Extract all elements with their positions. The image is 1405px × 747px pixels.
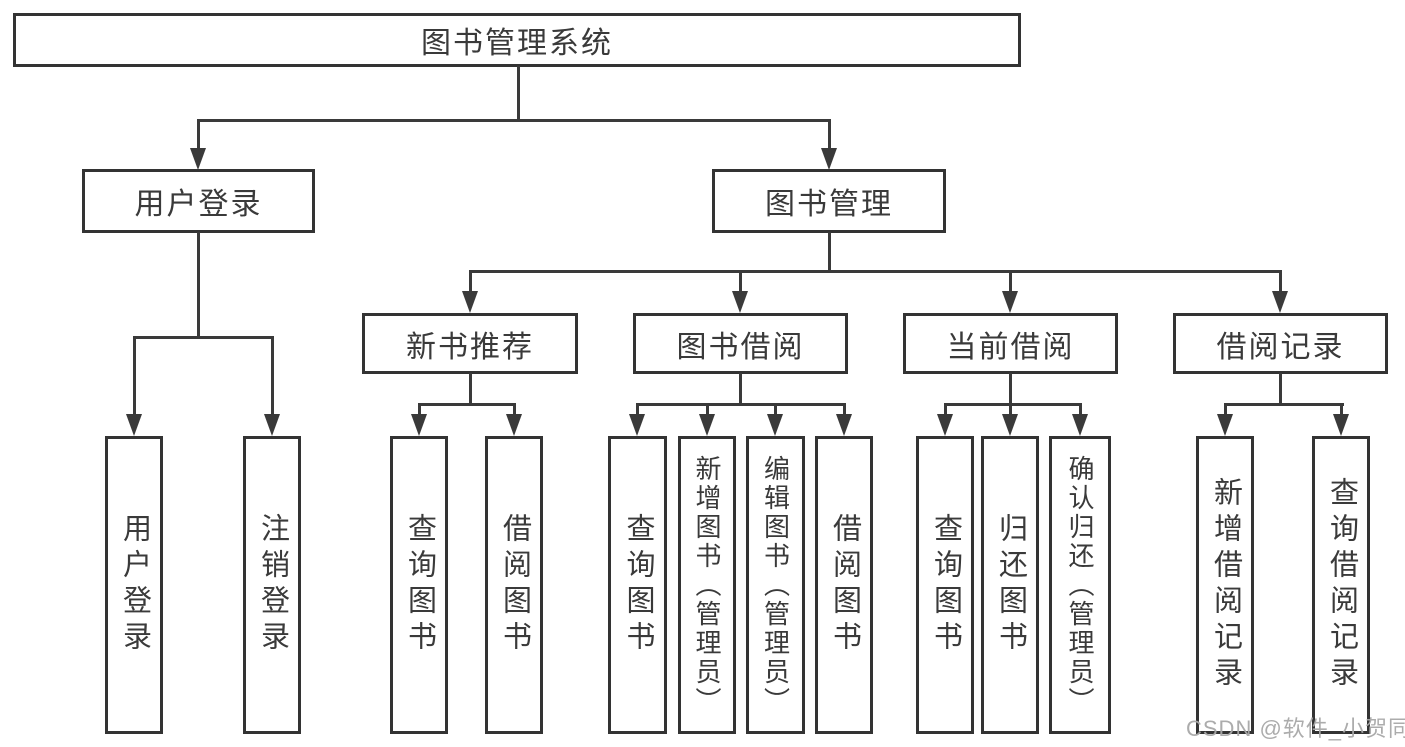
arrow-down-icon (1217, 414, 1233, 436)
connector-line (828, 232, 831, 273)
node-current-borrowing: 当前借阅 (903, 313, 1118, 374)
leaf-confirm-return-admin: 确认归还（管理员） (1049, 436, 1111, 734)
connector-line (1279, 270, 1282, 293)
leaf-user-login: 用户登录 (105, 436, 163, 734)
leaf-query-books-recommend: 查询图书 (390, 436, 448, 734)
leaf-return-books: 归还图书 (981, 436, 1039, 734)
arrow-down-icon (506, 414, 522, 436)
leaf-borrow-books-label: 借阅图书 (828, 513, 861, 657)
node-book-borrowing: 图书借阅 (633, 313, 848, 374)
connector-line (469, 373, 472, 406)
leaf-logout-label: 注销登录 (256, 513, 289, 657)
node-book-management: 图书管理 (712, 169, 946, 233)
arrow-down-icon (190, 148, 206, 170)
node-book-management-label: 图书管理 (765, 188, 893, 221)
arrow-down-icon (462, 291, 478, 313)
connector-line (271, 336, 274, 416)
watermark-text: CSDN @软件_小贺同学 (1186, 716, 1405, 741)
connector-line (133, 336, 274, 339)
arrow-down-icon (264, 414, 280, 436)
arrow-down-icon (699, 414, 715, 436)
leaf-add-books-admin: 新增图书（管理员） (678, 436, 736, 734)
connector-line (1009, 270, 1012, 293)
connector-line (513, 403, 516, 416)
leaf-query-books-current-label: 查询图书 (929, 513, 962, 657)
arrow-down-icon (767, 414, 783, 436)
leaf-return-books-label: 归还图书 (994, 513, 1027, 657)
arrow-down-icon (1333, 414, 1349, 436)
connector-line (197, 232, 200, 338)
connector-line (944, 403, 1082, 406)
connector-line (739, 270, 742, 293)
arrow-down-icon (411, 414, 427, 436)
leaf-edit-books-admin-label: 编辑图书（管理员） (760, 454, 791, 716)
arrow-down-icon (836, 414, 852, 436)
leaf-logout: 注销登录 (243, 436, 301, 734)
leaf-borrow-books-recommend: 借阅图书 (485, 436, 543, 734)
connector-line (843, 403, 846, 416)
connector-line (1340, 403, 1343, 416)
connector-line (828, 119, 831, 151)
node-root-label: 图书管理系统 (421, 27, 613, 60)
leaf-edit-books-admin: 编辑图书（管理员） (746, 436, 805, 734)
connector-line (944, 403, 947, 416)
arrow-down-icon (937, 414, 953, 436)
arrow-down-icon (1002, 414, 1018, 436)
connector-line (197, 119, 831, 122)
leaf-query-books-current: 查询图书 (916, 436, 974, 734)
connector-line (517, 66, 520, 121)
node-user-login-label: 用户登录 (134, 188, 263, 221)
node-borrowing-records: 借阅记录 (1173, 313, 1388, 374)
connector-line (739, 373, 742, 406)
connector-line (636, 403, 639, 416)
leaf-add-borrow-record-label: 新增借阅记录 (1209, 477, 1242, 693)
connector-line (418, 403, 421, 416)
arrow-down-icon (126, 414, 142, 436)
node-user-login: 用户登录 (82, 169, 315, 233)
arrow-down-icon (1072, 414, 1088, 436)
connector-line (418, 403, 516, 406)
arrow-down-icon (732, 291, 748, 313)
arrow-down-icon (629, 414, 645, 436)
node-root: 图书管理系统 (13, 13, 1021, 67)
leaf-borrow-books: 借阅图书 (815, 436, 873, 734)
arrow-down-icon (1002, 291, 1018, 313)
connector-line (1009, 403, 1012, 416)
node-book-borrowing-label: 图书借阅 (676, 330, 805, 364)
connector-line (1009, 373, 1012, 406)
connector-line (133, 336, 136, 416)
node-new-book-recommendation-label: 新书推荐 (406, 330, 534, 364)
leaf-query-books-borrowing: 查询图书 (608, 436, 667, 734)
connector-line (774, 403, 777, 416)
arrow-down-icon (1272, 291, 1288, 313)
leaf-query-borrow-record: 查询借阅记录 (1312, 436, 1370, 734)
leaf-query-books-recommend-label: 查询图书 (403, 513, 436, 657)
leaf-add-books-admin-label: 新增图书（管理员） (692, 454, 722, 716)
connector-line (1224, 403, 1344, 406)
leaf-confirm-return-admin-label: 确认归还（管理员） (1065, 454, 1095, 716)
connector-line (706, 403, 709, 416)
connector-line (636, 403, 846, 406)
node-new-book-recommendation: 新书推荐 (362, 313, 578, 374)
connector-line (469, 270, 472, 293)
connector-line (1224, 403, 1227, 416)
connector-line (197, 119, 200, 151)
node-current-borrowing-label: 当前借阅 (946, 330, 1075, 364)
node-borrowing-records-label: 借阅记录 (1216, 330, 1345, 364)
leaf-query-books-borrowing-label: 查询图书 (622, 513, 654, 657)
leaf-add-borrow-record: 新增借阅记录 (1196, 436, 1254, 734)
leaf-query-borrow-record-label: 查询借阅记录 (1325, 477, 1358, 693)
connector-line (469, 270, 1282, 273)
leaf-user-login-label: 用户登录 (118, 513, 151, 657)
leaf-borrow-books-recommend-label: 借阅图书 (498, 513, 531, 657)
connector-line (1279, 373, 1282, 406)
arrow-down-icon (821, 148, 837, 170)
connector-line (1079, 403, 1082, 416)
